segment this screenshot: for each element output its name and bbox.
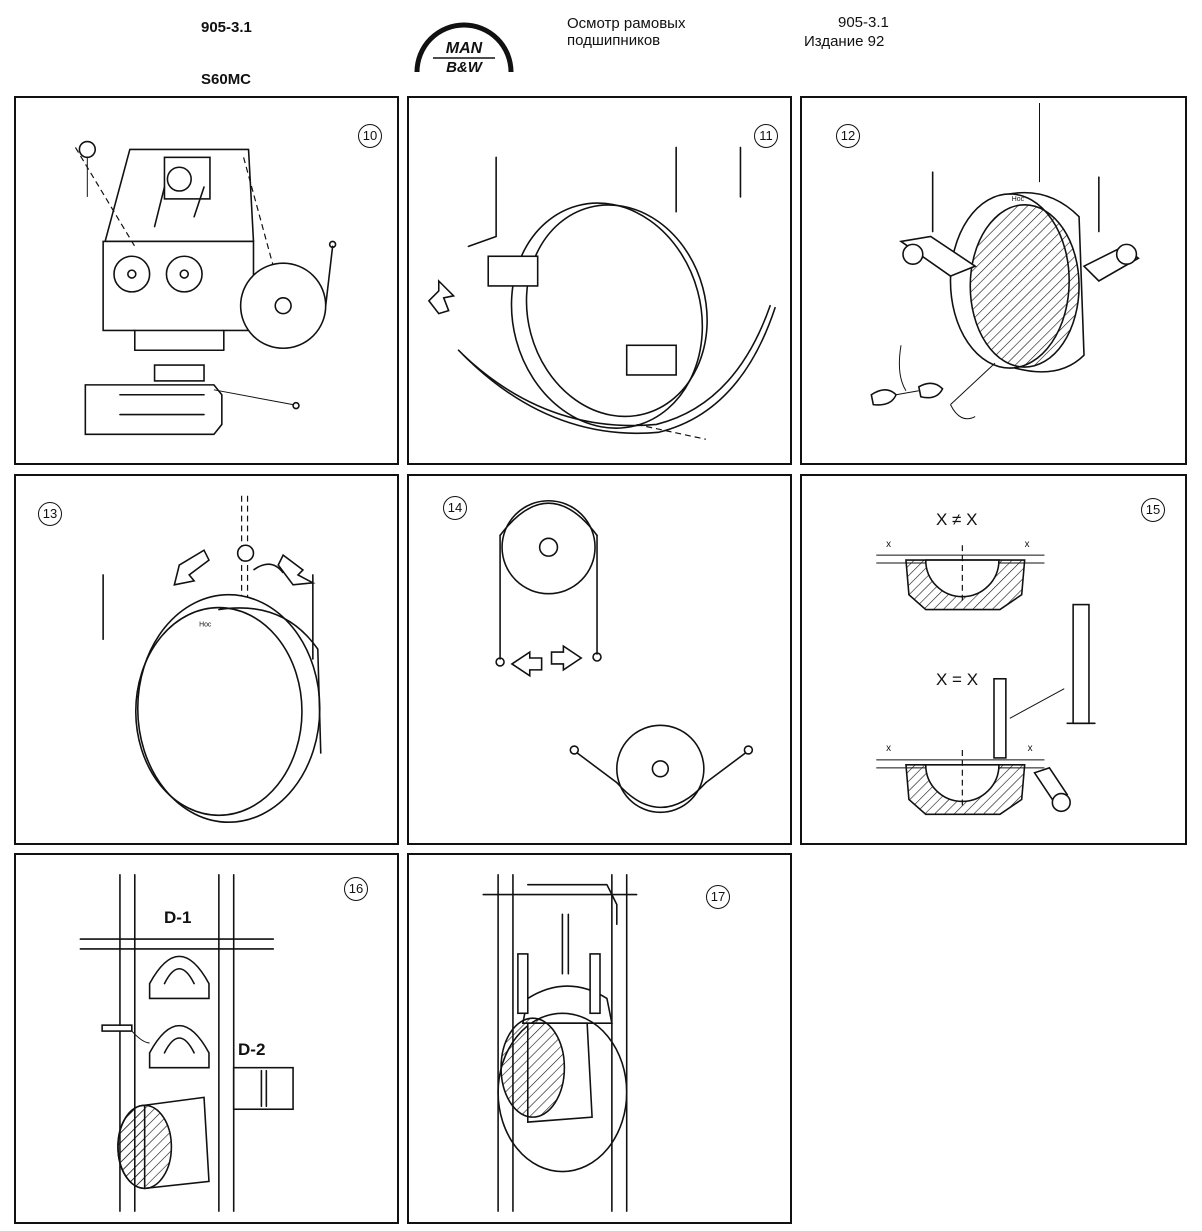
title-line-1: Осмотр рамовых [567,15,686,32]
dim-label-4: x [1028,743,1033,754]
step-number-17: 17 [706,885,730,909]
document-code-left: 905-3.1 [201,19,252,36]
step-number-10: 10 [358,124,382,148]
formula-not-equal: X ≠ X [936,510,978,529]
step-panel-15: x x x x X ≠ X X = X 15 [800,474,1187,845]
logo-text-top: MAN [446,40,483,57]
step-number-11: 11 [754,124,778,148]
label-d2: D-2 [238,1040,266,1059]
dim-label-1: x [886,539,891,550]
front-mark-13: Нос [199,621,212,628]
document-code-right: 905-3.1 [838,14,889,31]
step-number-14: 14 [443,496,467,520]
man-bw-logo: MAN B&W [414,22,514,76]
formula-equal: X = X [936,670,979,689]
step-panel-12: Нос 12 [800,96,1187,465]
bearing-shell-rolling-illustration [427,146,776,440]
bearing-shell-sling-illustration [495,499,754,814]
bearing-assembly-illustration [79,873,294,1212]
dim-label-3: x [886,743,891,754]
step-panel-13: Нос 13 [14,474,399,845]
step-panel-16: D-1 D-2 16 [14,853,399,1224]
step-number-16: 16 [344,877,368,901]
front-mark-12: Нос [1012,196,1025,203]
step-number-15: 15 [1141,498,1165,522]
logo-text-bottom: B&W [446,59,484,76]
step-panel-14: 14 [407,474,792,845]
page-title: Осмотр рамовых подшипников [567,15,685,49]
dim-label-2: x [1025,539,1030,550]
bearing-cap-measurement-illustration: x x x x [876,539,1096,816]
step-panel-11: 11 [407,96,792,465]
step-number-13: 13 [38,502,62,526]
edition-label: Издание 92 [804,33,885,50]
bearing-lifting-illustration: Нос [870,102,1140,420]
label-d1: D-1 [164,908,192,927]
step-panel-10: 10 [14,96,399,465]
step-panel-17: 17 [407,853,792,1224]
engine-model: S60MC [201,71,252,88]
step-number-12: 12 [836,124,860,148]
bearing-cap-bolting-illustration [482,873,638,1212]
bearing-shell-turning-illustration: Нос [102,495,322,824]
title-line-2: подшипников [567,32,661,49]
bearing-removal-illustration [74,140,337,436]
